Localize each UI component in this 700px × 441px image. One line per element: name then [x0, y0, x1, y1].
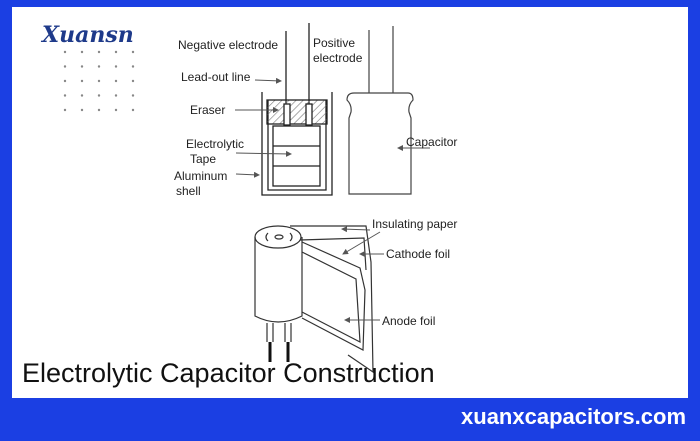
label-lead-out-line: Lead-out line [181, 70, 251, 84]
grid-dot [97, 108, 101, 112]
grid-dot [131, 50, 135, 54]
grid-dot [63, 108, 67, 112]
label-electrolytic: Electrolytic [186, 137, 244, 151]
label-shell: shell [176, 184, 201, 198]
grid-dot [63, 65, 67, 68]
brand-logo: Xuansn [42, 22, 134, 48]
label-cathode-foil: Cathode foil [386, 247, 450, 261]
dot-grid [63, 50, 135, 112]
label-anode-foil: Anode foil [382, 314, 435, 328]
label-insulating-paper: Insulating paper [372, 217, 457, 231]
label-eraser: Eraser [190, 103, 225, 117]
website-footer: xuanxcapacitors.com [461, 404, 686, 429]
grid-dot [80, 65, 84, 68]
grid-dot [114, 108, 118, 112]
label-aluminum: Aluminum [174, 169, 227, 183]
grid-dot [80, 94, 84, 97]
rolled-capacitor [254, 225, 374, 374]
grid-dot [97, 65, 101, 68]
grid-dot [80, 79, 84, 83]
grid-dot [114, 50, 118, 54]
label-positive-electrode-2: electrode [313, 51, 363, 65]
grid-dot [131, 108, 135, 112]
grid-dot [63, 94, 67, 97]
grid-dot [97, 50, 101, 54]
capacitor-outline [346, 26, 414, 195]
grid-dot [63, 79, 67, 83]
label-positive-electrode: Positive [313, 36, 355, 50]
grid-dot [131, 65, 135, 68]
grid-dot [131, 94, 135, 97]
grid-dot [114, 65, 118, 68]
diagram-title: Electrolytic Capacitor Construction [22, 358, 435, 388]
grid-dot [97, 94, 101, 97]
label-tape: Tape [190, 152, 216, 166]
grid-dot [80, 108, 84, 112]
label-negative-electrode: Negative electrode [178, 38, 278, 52]
grid-dot [114, 79, 118, 83]
grid-dot [63, 50, 67, 54]
grid-dot [114, 94, 118, 97]
grid-dot [97, 79, 101, 83]
grid-dot [131, 79, 135, 83]
label-capacitor: Capacitor [406, 135, 457, 149]
content-panel [12, 7, 688, 398]
grid-dot [80, 50, 84, 54]
